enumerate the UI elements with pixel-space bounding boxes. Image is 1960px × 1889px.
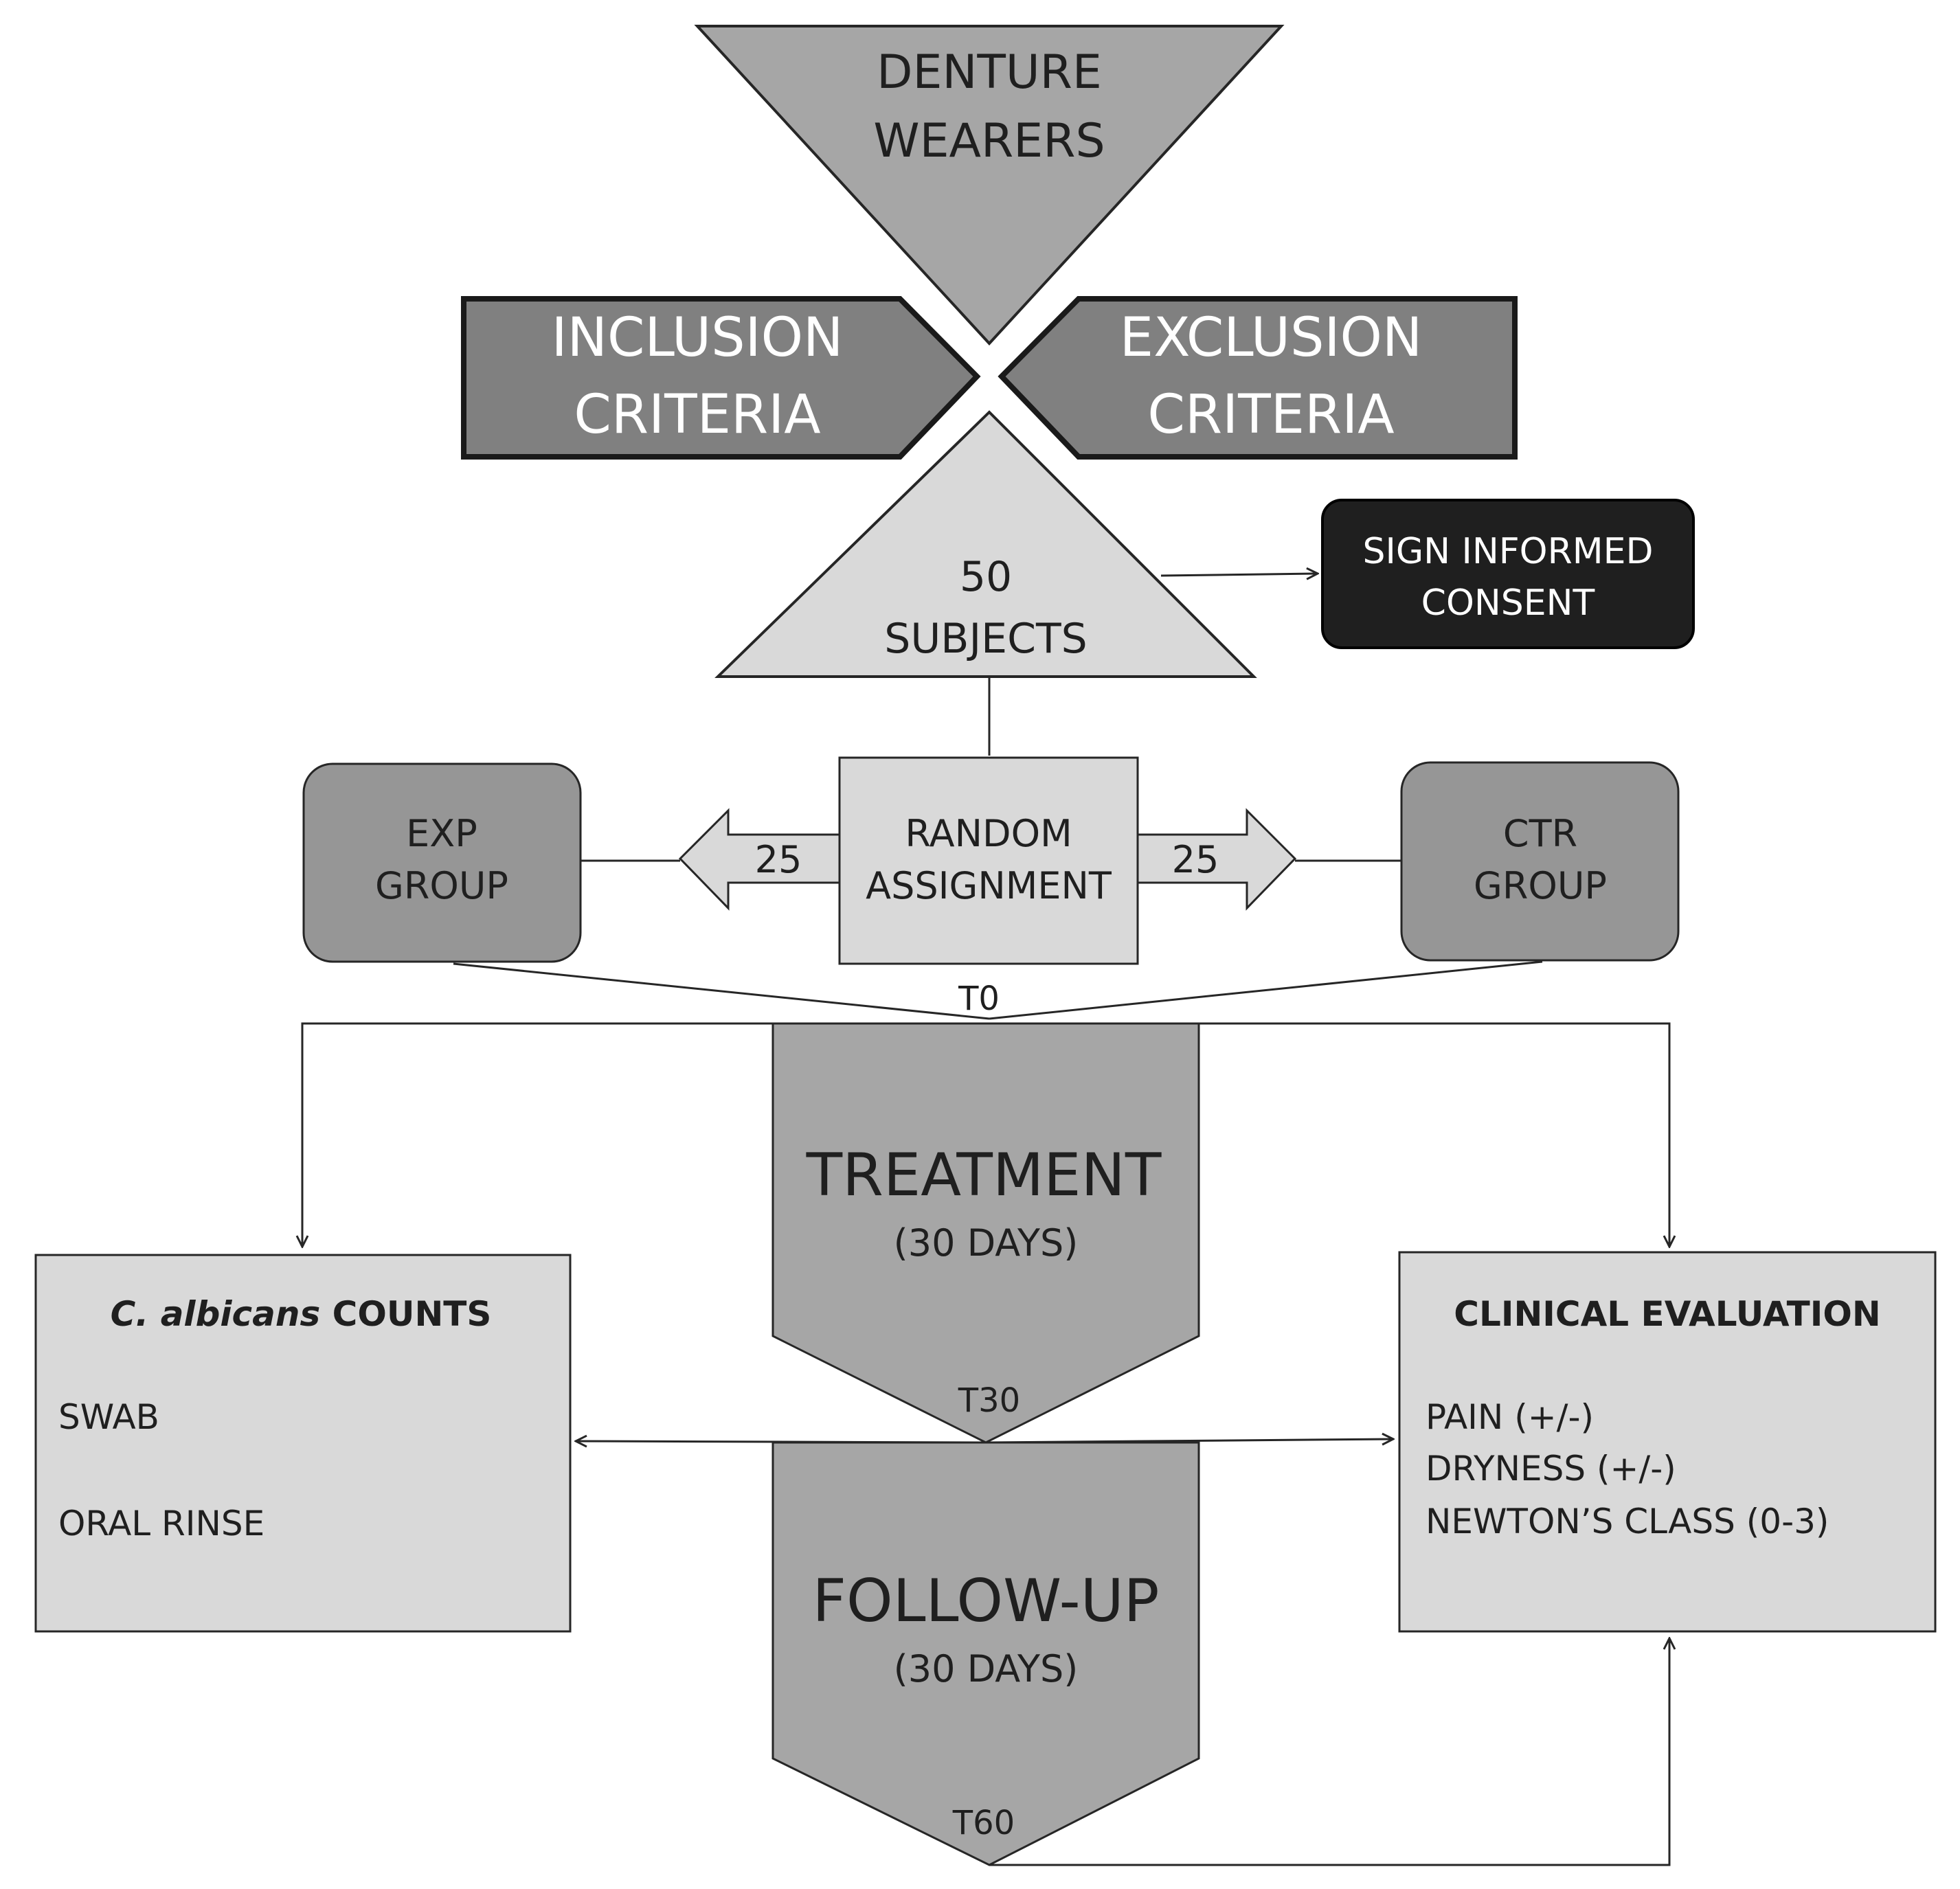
exp-group-label-1: EXP (406, 812, 477, 855)
t0-to-clinical-arrow (989, 1022, 1669, 1247)
t30-to-clinical-arrow (985, 1439, 1393, 1443)
inclusion-criteria-label-2: CRITERIA (574, 384, 820, 446)
clinical-item-newton: NEWTON’S CLASS (0-3) (1426, 1502, 1829, 1541)
clinical-title: CLINICAL EVALUATION (1454, 1294, 1880, 1334)
consent-arrow (1160, 574, 1318, 576)
exclusion-criteria-label-1: EXCLUSION (1120, 307, 1422, 369)
informed-consent-box (1321, 499, 1695, 649)
ctr-group-label-2: GROUP (1474, 864, 1607, 907)
ctr-group-box (1400, 761, 1680, 962)
random-assignment-label-2: ASSIGNMENT (866, 864, 1112, 907)
subjects-count: 50 (960, 553, 1012, 601)
exclusion-criteria-label-2: CRITERIA (1147, 384, 1394, 446)
t30-label: T30 (958, 1381, 1020, 1420)
exclusion-criteria-shape (998, 296, 1518, 460)
counts-title: C. albicans COUNTS (111, 1294, 492, 1334)
counts-title-italic: C. albicans (111, 1294, 321, 1334)
counts-item-swab: SWAB (58, 1397, 159, 1437)
treatment-chevron (771, 1022, 1200, 1444)
subjects-triangle (714, 410, 1257, 678)
treatment-duration: (30 DAYS) (894, 1221, 1079, 1265)
denture-wearers-label-2: WEARERS (873, 114, 1105, 168)
ctr-group-label-1: CTR (1503, 812, 1577, 855)
counts-title-rest: COUNTS (320, 1294, 491, 1334)
followup-title: FOLLOW-UP (813, 1567, 1160, 1636)
subjects-label: SUBJECTS (884, 615, 1087, 663)
exp-group-box (302, 762, 582, 963)
clinical-item-pain: PAIN (+/-) (1426, 1397, 1594, 1437)
counts-item-oral-rinse: ORAL RINSE (58, 1504, 264, 1543)
exp-to-t0-line (453, 962, 990, 1020)
inclusion-criteria-shape (461, 296, 981, 460)
exp-group-label-2: GROUP (375, 864, 508, 907)
t60-to-clinical-arrow (989, 1638, 1669, 1866)
inclusion-criteria-label-1: INCLUSION (552, 307, 844, 369)
t60-label: T60 (952, 1804, 1015, 1842)
informed-consent-label-2: CONSENT (1421, 582, 1595, 624)
denture-wearers-label-1: DENTURE (877, 45, 1102, 100)
followup-duration: (30 DAYS) (894, 1647, 1079, 1690)
random-assignment-box (838, 756, 1139, 965)
treatment-title: TREATMENT (806, 1141, 1162, 1210)
denture-wearers-funnel (694, 25, 1285, 346)
counts-box (34, 1254, 572, 1633)
followup-chevron (771, 1441, 1200, 1866)
clinical-item-dryness: DRYNESS (+/-) (1426, 1449, 1676, 1489)
informed-consent-label-1: SIGN INFORMED (1362, 531, 1653, 572)
t30-to-counts-arrow (576, 1441, 987, 1443)
left-assignment-count: 25 (755, 838, 802, 881)
t0-label: T0 (958, 980, 1000, 1018)
t0-to-counts-arrow (302, 1022, 989, 1247)
ctr-to-t0-line (989, 960, 1543, 1020)
random-assignment-label-1: RANDOM (905, 812, 1072, 855)
clinical-evaluation-box (1398, 1251, 1937, 1633)
right-assignment-count: 25 (1172, 838, 1219, 881)
